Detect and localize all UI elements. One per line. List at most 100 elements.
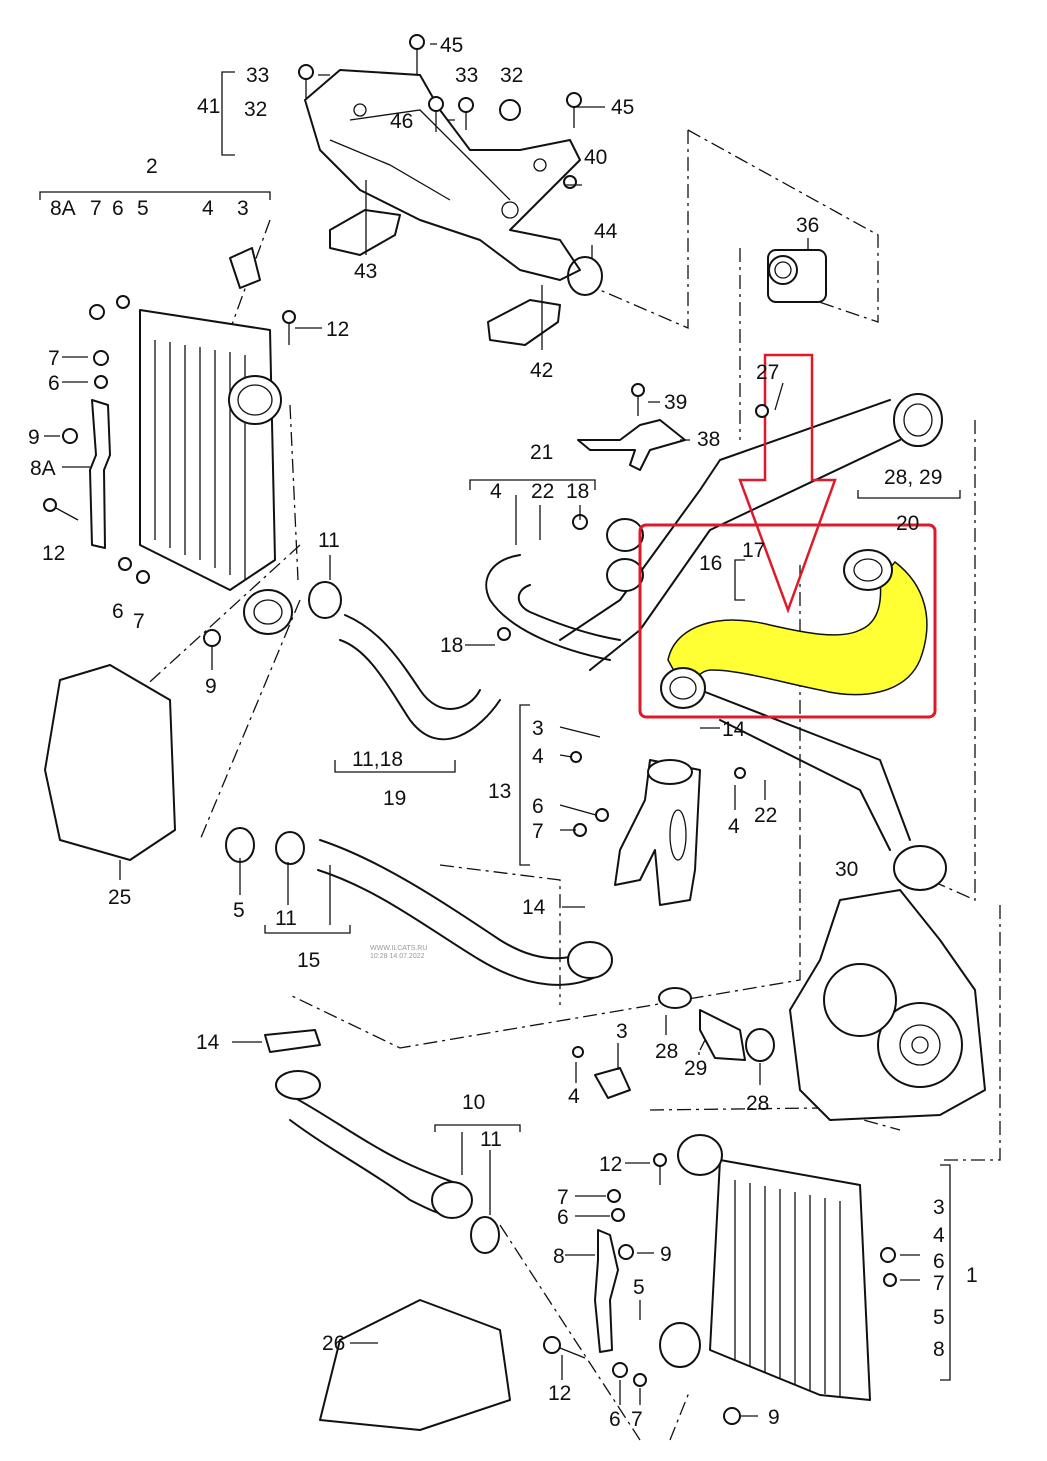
bracket-38 bbox=[577, 419, 686, 471]
callout-8: 8 bbox=[933, 1338, 945, 1361]
callout-28: 28 bbox=[655, 1040, 678, 1063]
callout-36: 36 bbox=[796, 214, 819, 237]
callout-42: 42 bbox=[530, 359, 553, 382]
callout-26: 26 bbox=[322, 1332, 345, 1355]
callout-7: 7 bbox=[133, 610, 145, 633]
callout-brackets bbox=[39, 71, 961, 1381]
callout-18: 18 bbox=[440, 634, 463, 657]
callout-7: 7 bbox=[631, 1408, 643, 1431]
callout-41: 41 bbox=[197, 95, 220, 118]
o-ring-11 bbox=[308, 581, 342, 619]
callout-6: 6 bbox=[557, 1206, 569, 1229]
callout-44: 44 bbox=[594, 220, 618, 243]
callout-8A: 8A bbox=[30, 457, 56, 480]
pressure-sensor-3 bbox=[229, 247, 261, 289]
turbocharger-30 bbox=[789, 889, 986, 1121]
gasket-43 bbox=[329, 209, 401, 256]
callout-21: 21 bbox=[530, 441, 553, 464]
callout-12: 12 bbox=[548, 1382, 571, 1405]
callout-7: 7 bbox=[933, 1272, 945, 1295]
callout-9: 9 bbox=[205, 675, 217, 698]
callout-9: 9 bbox=[768, 1406, 780, 1429]
callout-4: 4 bbox=[728, 815, 740, 838]
callout-6: 6 bbox=[532, 795, 544, 818]
callout-22: 22 bbox=[754, 804, 777, 827]
callout-7: 7 bbox=[532, 820, 544, 843]
callout-6: 6 bbox=[933, 1250, 945, 1273]
callout-6: 6 bbox=[112, 197, 124, 220]
callout-4: 4 bbox=[202, 197, 214, 220]
callout-2: 2 bbox=[146, 155, 158, 178]
callout-25: 25 bbox=[108, 886, 131, 909]
intercooler-right bbox=[659, 1134, 871, 1401]
callout-5: 5 bbox=[137, 197, 149, 220]
callout-20: 20 bbox=[896, 512, 919, 535]
highlight-arrow bbox=[738, 353, 837, 614]
callout-3: 3 bbox=[532, 717, 544, 740]
callout-6: 6 bbox=[48, 372, 60, 395]
callout-17: 17 bbox=[742, 539, 765, 562]
callout-38: 38 bbox=[697, 428, 720, 451]
callout-18: 18 bbox=[566, 480, 589, 503]
callout-19: 19 bbox=[383, 787, 406, 810]
highlighted-hose bbox=[638, 353, 937, 719]
callout-32: 32 bbox=[500, 64, 523, 87]
charge-pipe-assembly bbox=[485, 393, 947, 891]
callout-16: 16 bbox=[699, 552, 722, 575]
callout-5: 5 bbox=[233, 899, 245, 922]
callout-11: 11 bbox=[480, 1128, 502, 1151]
filter-29 bbox=[658, 987, 775, 1062]
assembly-boundaries bbox=[129, 129, 1001, 1441]
callout-14: 14 bbox=[722, 718, 746, 741]
callout-13: 13 bbox=[488, 780, 511, 803]
callout-7: 7 bbox=[557, 1186, 569, 1209]
pressure-sensor-3-lower bbox=[594, 1067, 631, 1099]
callout-32: 32 bbox=[244, 98, 267, 121]
callout-1: 1 bbox=[966, 1264, 978, 1287]
bracket-8A bbox=[89, 399, 111, 549]
callout-4: 4 bbox=[568, 1085, 580, 1108]
callout-33: 33 bbox=[246, 64, 269, 87]
callout-45: 45 bbox=[440, 34, 463, 57]
callout-15: 15 bbox=[297, 949, 320, 972]
callout-11-18: 11,18 bbox=[352, 748, 403, 771]
callout-8A: 8A bbox=[50, 197, 76, 220]
callout-12: 12 bbox=[599, 1153, 622, 1176]
intercooler-left bbox=[139, 309, 293, 635]
callout-3: 3 bbox=[237, 197, 249, 220]
callout-3: 3 bbox=[616, 1020, 628, 1043]
callout-14: 14 bbox=[522, 896, 546, 919]
o-ring-44 bbox=[567, 256, 603, 296]
watermark-line-2: 10:28 14.07.2022 bbox=[370, 953, 425, 960]
callout-3: 3 bbox=[933, 1196, 945, 1219]
callout-8: 8 bbox=[553, 1245, 565, 1268]
callout-12: 12 bbox=[326, 318, 349, 341]
callout-28: 28 bbox=[746, 1092, 769, 1115]
callout-4: 4 bbox=[490, 480, 502, 503]
highlight-box bbox=[638, 523, 937, 719]
callout-4: 4 bbox=[933, 1224, 945, 1247]
callout-22: 22 bbox=[531, 480, 554, 503]
callout-labels: 45 33 41 32 33 32 45 46 40 2 8A 7 6 5 4 … bbox=[28, 34, 978, 1431]
callout-5: 5 bbox=[933, 1306, 945, 1329]
callout-9: 9 bbox=[28, 426, 40, 449]
callout-40: 40 bbox=[584, 146, 607, 169]
watermark-line-1: WWW.ILCATS.RU bbox=[370, 945, 427, 952]
callout-45: 45 bbox=[611, 96, 634, 119]
hose-11-18 bbox=[344, 614, 481, 710]
callout-46: 46 bbox=[390, 110, 413, 133]
air-guide-25 bbox=[44, 664, 176, 861]
pipe-15 bbox=[319, 839, 591, 960]
leader-lines bbox=[44, 43, 920, 1417]
callout-14: 14 bbox=[196, 1031, 220, 1054]
callout-7: 7 bbox=[48, 347, 60, 370]
callout-30: 30 bbox=[835, 858, 858, 881]
callout-39: 39 bbox=[664, 391, 687, 414]
callout-6: 6 bbox=[112, 600, 124, 623]
hose-highlight bbox=[667, 560, 928, 701]
callout-5: 5 bbox=[633, 1276, 645, 1299]
callout-28-29: 28, 29 bbox=[884, 466, 942, 489]
callout-4: 4 bbox=[532, 745, 544, 768]
y-pipe-13 bbox=[614, 759, 701, 906]
